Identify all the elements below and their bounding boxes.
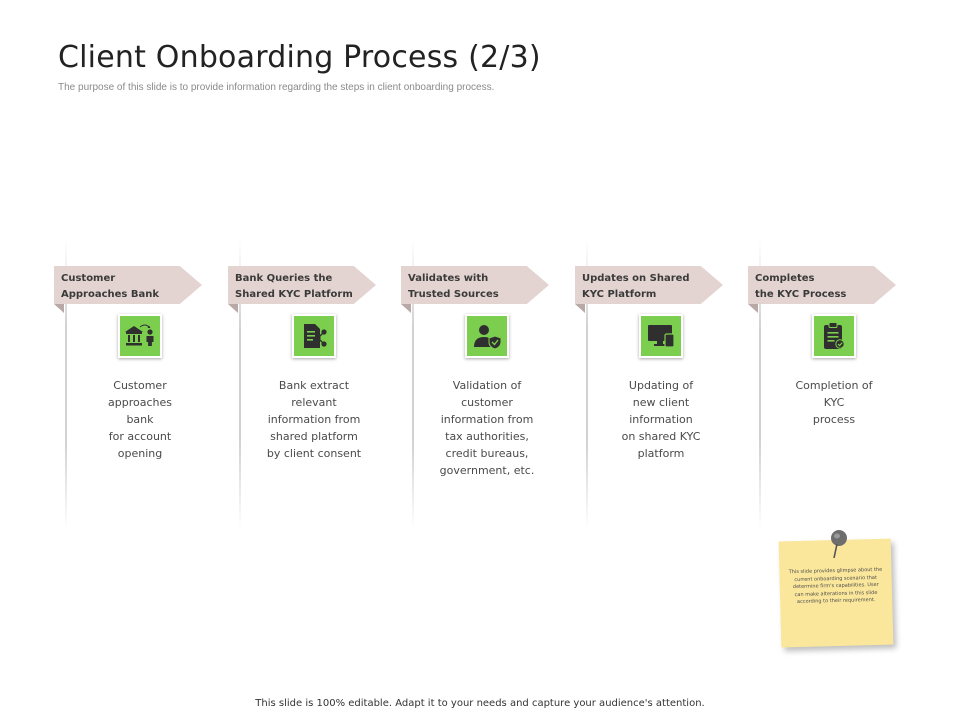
step-banner	[228, 266, 376, 304]
slide-footer: This slide is 100% editable. Adapt it to…	[255, 698, 705, 709]
document-share-icon	[292, 314, 336, 358]
banner-fold	[401, 304, 411, 313]
step-divider	[759, 240, 761, 530]
step-description: Updating of new client information on sh…	[621, 379, 701, 460]
step-banner	[401, 266, 549, 304]
step-description: Completion of KYC process	[795, 379, 873, 426]
slide-subtitle: The purpose of this slide is to provide …	[58, 82, 495, 93]
bank-customer-icon	[118, 314, 162, 358]
step-banner-label: Bank Queries the Shared KYC Platform	[235, 273, 353, 300]
step-description: Customer approaches bank for account ope…	[108, 379, 172, 460]
process-step-2: Bank Queries the Shared KYC Platform Ban…	[228, 240, 378, 530]
step-banner-label: Completes the KYC Process	[755, 273, 847, 300]
step-banner-label: Customer Approaches Bank	[61, 273, 160, 300]
sticky-note-text: This slide provides glimpse about the cu…	[788, 566, 883, 606]
step-banner-label: Updates on Shared KYC Platform	[582, 273, 690, 300]
clipboard-check-icon	[812, 314, 856, 358]
process-step-5: Completes the KYC Process Completion of …	[748, 240, 898, 530]
step-divider	[239, 240, 241, 530]
user-verified-icon	[465, 314, 509, 358]
slide-title: Client Onboarding Process (2/3)	[58, 40, 541, 75]
step-divider	[586, 240, 588, 530]
process-step-1: Customer Approaches Bank Customer approa…	[54, 240, 204, 530]
push-pin-icon	[831, 530, 847, 559]
banner-fold	[748, 304, 758, 313]
process-step-4: Updates on Shared KYC Platform Updating …	[575, 240, 725, 530]
step-banner	[54, 266, 202, 304]
step-banner	[575, 266, 723, 304]
step-divider	[65, 240, 67, 530]
banner-fold	[54, 304, 64, 313]
step-banner-label: Validates with Trusted Sources	[408, 273, 499, 300]
banner-fold	[575, 304, 585, 313]
process-step-3: Validates with Trusted Sources Validatio…	[401, 240, 551, 530]
step-description: Bank extract relevant information from s…	[266, 379, 362, 460]
banner-fold	[228, 304, 238, 313]
step-divider	[412, 240, 414, 530]
devices-icon	[639, 314, 683, 358]
step-banner	[748, 266, 896, 304]
step-description: Validation of customer information from …	[439, 379, 535, 477]
